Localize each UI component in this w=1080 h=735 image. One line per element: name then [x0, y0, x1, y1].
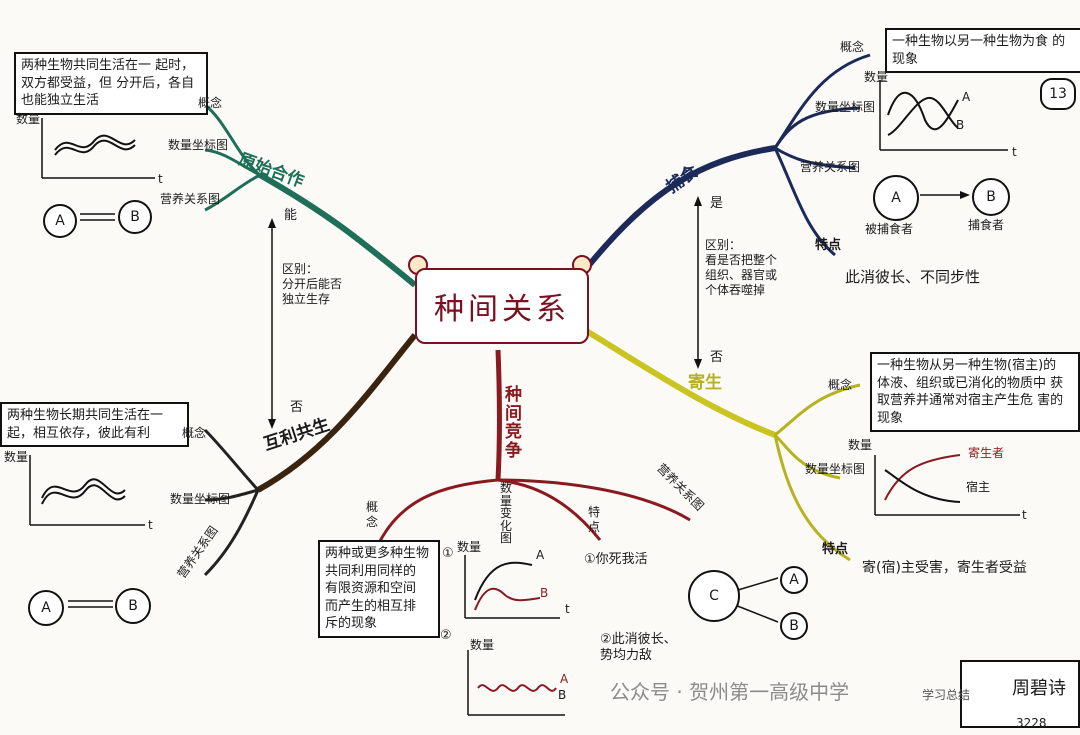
- watermark: 公众号 · 贺州第一高级中学: [610, 680, 850, 704]
- branch-line-yuanshi: [258, 172, 417, 288]
- branch-jingzheng-title: 种间竞争: [505, 385, 522, 462]
- huli-node-b: B: [115, 588, 151, 624]
- jingzheng-note2: ②此消彼长、 势均力敌: [600, 632, 677, 664]
- yuanshi-shuliang: 数量坐标图: [168, 138, 229, 152]
- jingzheng-node-b: B: [780, 612, 808, 640]
- graph-yuanshi: [41, 118, 155, 179]
- bushi-definition: 一种生物以另一种生物为食 的现象: [885, 28, 1080, 74]
- link-fou-1: 否: [290, 400, 304, 415]
- jingzheng-tedian: 特点: [588, 505, 601, 534]
- jisheng-axis-y: 数量: [848, 438, 873, 452]
- huli-definition: 两种生物长期共同生活在一 起，相互依存，彼此有利: [0, 402, 189, 448]
- yuanshi-axis-x: t: [158, 172, 163, 186]
- jingzheng-shuliang: 数量变化图: [500, 481, 513, 546]
- bushi-node-b: B: [972, 178, 1010, 216]
- bushi-axis-x: t: [1012, 145, 1017, 159]
- huli-node-a: A: [28, 590, 64, 626]
- link-fou-2: 否: [710, 350, 724, 365]
- jingzheng-node-c: C: [688, 570, 740, 622]
- center-title: 种间关系: [415, 268, 589, 344]
- branch-line-jingzheng: [495, 349, 502, 481]
- jingzheng-node-a: A: [780, 566, 808, 594]
- jingzheng-series-b-1: B: [540, 586, 549, 600]
- jisheng-shuliang: 数量坐标图: [805, 462, 866, 476]
- bushi-trait: 此消彼长、不同步性: [845, 268, 981, 286]
- link-qubie-1: 区别： 分开后能否 独立生存: [282, 262, 343, 306]
- branch-line-huli: [256, 333, 418, 493]
- jisheng-definition: 一种生物从另一种生物(宿主)的 体液、组织或已消化的物质中 获取营养并通常对宿主…: [870, 352, 1080, 433]
- graph-jisheng: [874, 454, 1020, 516]
- bushi-badge: 13: [1040, 78, 1076, 110]
- graph-bushi: [879, 80, 1008, 151]
- jingzheng-num1: ①: [442, 546, 454, 561]
- jisheng-host-label: 寄生者: [968, 446, 1005, 460]
- huli-axis-y: 数量: [4, 450, 29, 464]
- graph-jingzheng-2: [467, 650, 565, 716]
- jingzheng-axis-y-1: 数量: [457, 540, 482, 554]
- jingzheng-axis-y-2: 数量: [470, 638, 495, 652]
- bushi-node-b-caption: 捕食者: [968, 218, 1005, 232]
- footer-sub: 学习总结: [922, 688, 971, 702]
- jingzheng-series-b-2: B: [558, 688, 567, 702]
- bushi-node-a: A: [873, 175, 919, 221]
- yuanshi-axis-y: 数量: [16, 112, 41, 126]
- jingzheng-series-a-2: A: [560, 672, 569, 686]
- jingzheng-definition: 两种或更多种生物 共同利用同样的 有限资源和空间 而产生的相互排 斥的现象: [318, 540, 440, 638]
- bushi-yingyang: 营养关系图: [800, 160, 861, 174]
- bushi-series-b: B: [956, 118, 965, 132]
- bushi-axis-y: 数量: [864, 70, 889, 84]
- branch-line-bushi: [582, 145, 776, 272]
- jingzheng-series-a-1: A: [536, 548, 545, 562]
- jisheng-guest-label: 宿主: [966, 480, 991, 494]
- jisheng-gainian: 概念: [828, 378, 853, 392]
- footer-box: 周碧诗 学习总结: [922, 660, 1080, 728]
- jingzheng-gainian: 概念: [366, 500, 379, 529]
- bushi-shuliang: 数量坐标图: [815, 100, 876, 114]
- jisheng-trait: 寄(宿)主受害，寄生者受益: [862, 560, 1027, 576]
- jingzheng-note1: ①你死我活: [584, 552, 648, 567]
- huli-gainian: 概念: [182, 426, 207, 440]
- link-neng: 能: [284, 208, 298, 223]
- branch-line-jisheng: [583, 327, 777, 438]
- huli-axis-x: t: [148, 518, 153, 532]
- footer-author: 周碧诗: [1012, 678, 1066, 699]
- branch-jisheng-title: 寄生: [688, 373, 722, 393]
- yuanshi-node-a: A: [43, 204, 77, 238]
- huli-shuliang: 数量坐标图: [170, 492, 231, 506]
- graph-jingzheng-1: [464, 555, 560, 619]
- jisheng-axis-x: t: [1022, 508, 1027, 522]
- link-shi: 是: [710, 196, 724, 211]
- jingzheng-num2: ②: [440, 628, 452, 643]
- bushi-tedian: 特点: [815, 238, 842, 253]
- graph-huli: [29, 455, 145, 526]
- jisheng-tedian: 特点: [822, 542, 849, 557]
- bushi-node-a-caption: 被捕食者: [865, 222, 914, 236]
- yuanshi-node-b: B: [118, 200, 152, 234]
- yuanshi-yingyang: 营养关系图: [160, 192, 221, 206]
- yuanshi-gainian: 概念: [198, 96, 223, 110]
- yuanshi-definition: 两种生物共同生活在一 起时，双方都受益，但 分开后，各自也能独立生活: [14, 52, 208, 115]
- bushi-series-a: A: [962, 90, 971, 104]
- link-qubie-2: 区别： 看是否把整个 组织、器官或 个体吞噬掉: [705, 238, 778, 297]
- jingzheng-axis-x-1: t: [565, 602, 570, 616]
- footer-number: 3228: [1016, 716, 1047, 730]
- bushi-gainian: 概念: [840, 40, 865, 54]
